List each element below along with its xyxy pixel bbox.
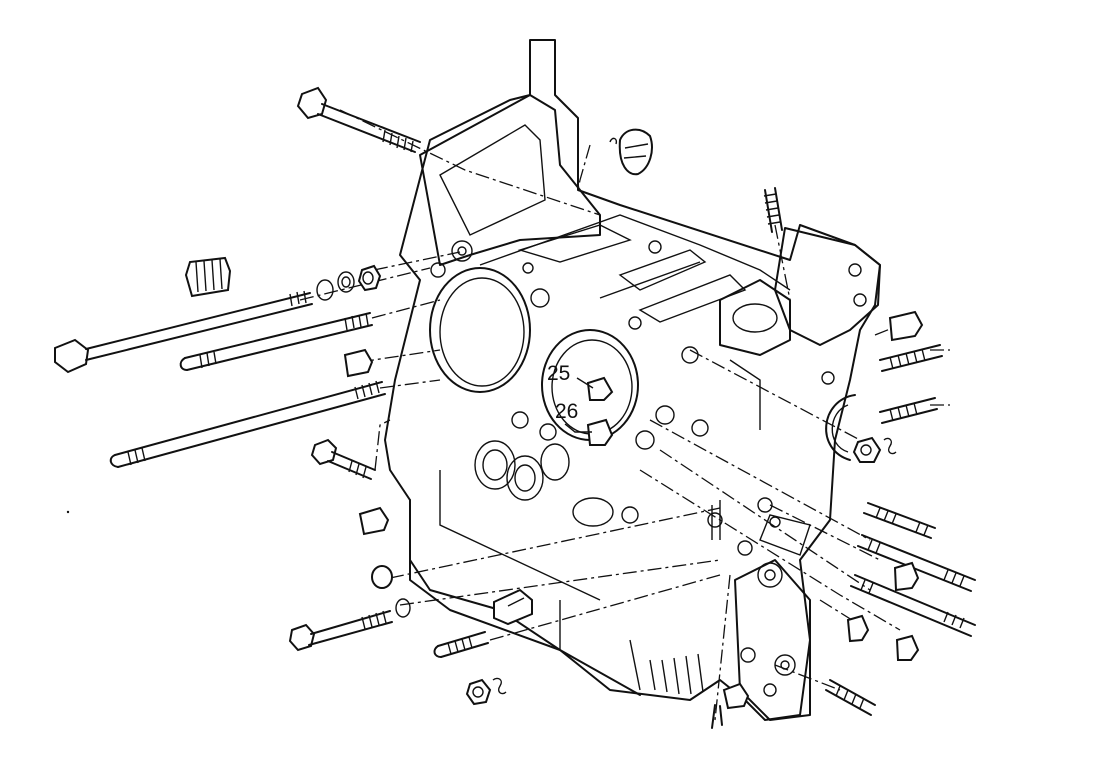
top-stud [763,187,783,233]
callout-25-label: 25 [547,362,570,385]
callout-26: 26 [555,400,592,433]
short-bolt-left [310,438,376,480]
callout-26-label: 26 [555,400,578,423]
lower-bolt-left [288,610,393,652]
bracket-clip [493,588,533,626]
washers-and-nuts [316,264,897,706]
oil-strainer-cap [609,128,653,176]
upper-long-bolt [296,86,421,153]
sender-arrow [711,704,723,729]
callout-25: 25 [547,362,594,389]
dowel-sleeves [343,310,924,661]
long-stud-lower [109,380,386,468]
stray-mark [66,510,70,514]
small-cap-bottom [722,682,750,710]
oil-pan-fins [649,653,704,695]
gear-sleeve [184,256,232,298]
stud-left-upper [179,312,373,371]
assembly-centerlines [299,109,950,721]
lower-stud-centre [433,631,489,658]
crankcase-housing [384,39,881,721]
long-tie-bolt [54,290,313,374]
right-studs [825,344,976,716]
